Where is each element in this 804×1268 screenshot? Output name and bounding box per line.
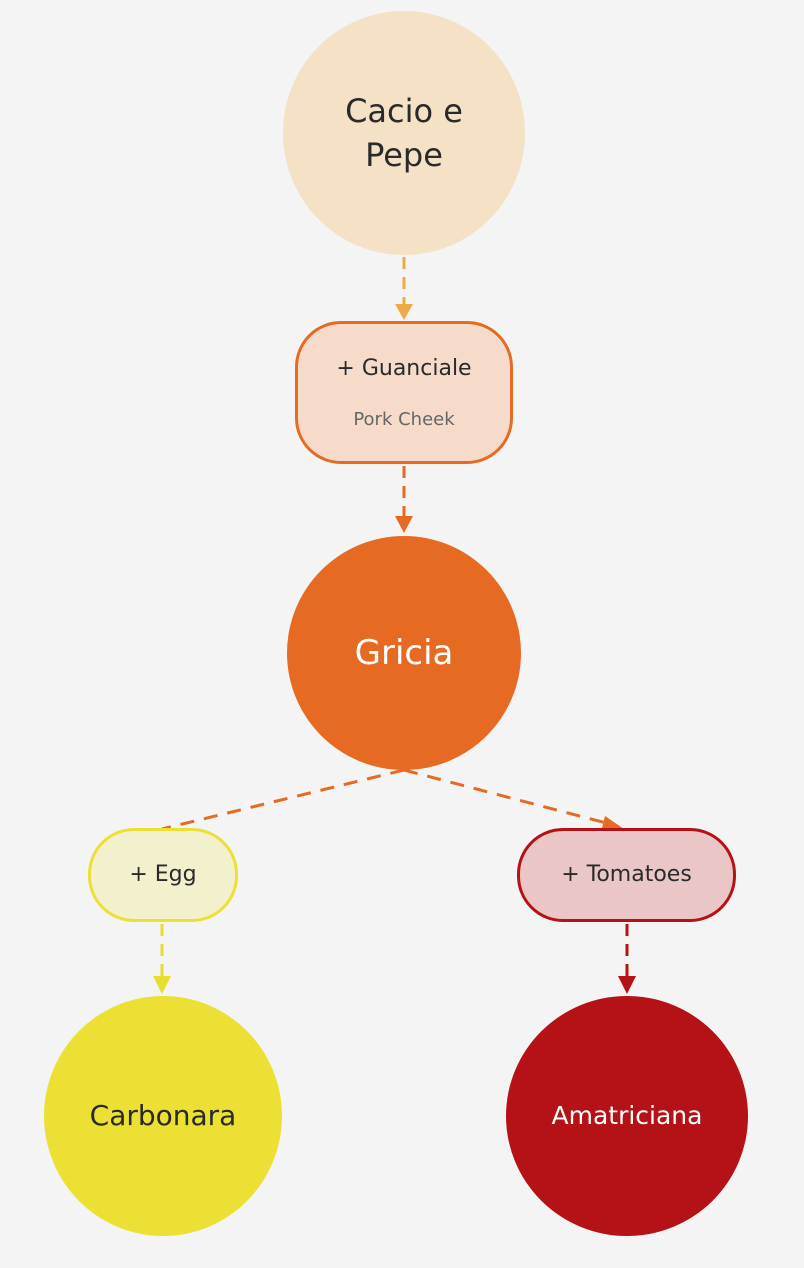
node-sublabel: Pork Cheek xyxy=(353,409,455,431)
node-label: Carbonara xyxy=(89,1098,237,1132)
node-carbonara[interactable]: Carbonara xyxy=(44,996,282,1236)
node-label: + Guanciale xyxy=(336,355,472,381)
node-add-tomatoes[interactable]: + Tomatoes xyxy=(517,828,736,922)
arrowhead-amatriciana xyxy=(618,976,636,994)
arrowhead-guanciale xyxy=(395,304,413,320)
node-add-egg[interactable]: + Egg xyxy=(88,828,238,922)
node-label: Gricia xyxy=(354,632,454,673)
node-label: Cacio e Pepe xyxy=(345,92,463,174)
arrowhead-carbonara xyxy=(153,976,171,994)
node-label: + Tomatoes xyxy=(561,861,692,887)
node-label: + Egg xyxy=(129,861,197,887)
edge-gricia-to-egg xyxy=(161,768,405,831)
node-label: Amatriciana xyxy=(551,1100,703,1130)
arrowhead-gricia xyxy=(395,516,413,533)
node-add-guanciale[interactable]: + Guanciale Pork Cheek xyxy=(295,321,513,464)
node-amatriciana[interactable]: Amatriciana xyxy=(506,996,748,1236)
node-cacio-e-pepe[interactable]: Cacio e Pepe xyxy=(283,11,525,255)
node-gricia[interactable]: Gricia xyxy=(287,536,521,770)
edge-gricia-to-tomatoes xyxy=(403,768,611,826)
